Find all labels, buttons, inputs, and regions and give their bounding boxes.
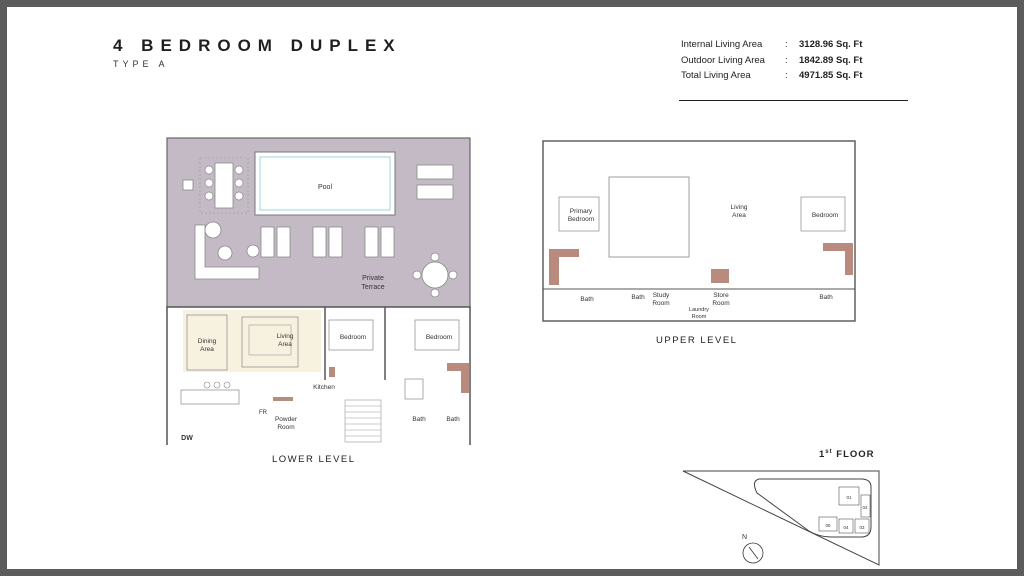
room-label-bedroom: Bedroom	[812, 212, 838, 219]
area-row-internal: Internal Living Area : 3128.96 Sq. Ft	[681, 37, 862, 53]
room-label-living-2: Area	[732, 212, 746, 219]
lounge-chairs	[204, 221, 260, 261]
bed-a	[328, 319, 374, 351]
plan-subtitle: TYPE A	[113, 59, 169, 69]
room-label-kitchen: Kitchen	[313, 384, 335, 391]
pool-basin	[254, 151, 396, 216]
outdoor-dining-table	[214, 162, 234, 209]
round-table-chairs	[412, 252, 458, 298]
outdoor-chairs	[204, 165, 244, 201]
north-arrow-icon	[742, 542, 764, 564]
area-value: 3128.96 Sq. Ft	[799, 39, 863, 50]
area-separator: :	[785, 39, 788, 50]
room-label-bath-c: Bath	[819, 294, 833, 301]
area-row-total: Total Living Area : 4971.85 Sq. Ft	[681, 68, 862, 84]
unit-03	[854, 518, 870, 534]
floor-word: FLOOR	[836, 449, 875, 461]
upper-level-caption: UPPER LEVEL	[656, 335, 738, 346]
room-label-living-2: Area	[278, 341, 292, 348]
area-separator: :	[785, 54, 788, 66]
unit-04	[838, 518, 854, 534]
area-value: 1842.89 Sq. Ft	[799, 54, 863, 66]
header-divider	[679, 100, 908, 101]
room-label-bedroom-a: Bedroom	[340, 334, 366, 341]
area-label: Total Living Area	[681, 70, 751, 81]
lower-level-plan: Pool Private Terrace	[166, 137, 471, 445]
side-table	[182, 179, 194, 191]
room-label-bedroom-b: Bedroom	[426, 334, 452, 341]
room-label-bath-b: Bath	[446, 416, 460, 423]
room-label-dining-2: Area	[200, 346, 214, 353]
room-label-store-2: Room	[712, 300, 729, 307]
area-value: 4971.85 Sq. Ft	[799, 70, 863, 81]
dining-table	[186, 314, 228, 371]
unit-05	[818, 516, 838, 532]
wardrobe-accent	[447, 363, 469, 393]
room-label-terrace-1: Private	[362, 275, 384, 282]
unit-label: 03	[859, 525, 865, 530]
label-fridge: FR	[259, 410, 268, 416]
sun-loungers-row	[260, 226, 395, 258]
counter-accent	[273, 397, 293, 401]
pool-loungers-right	[416, 164, 454, 200]
kitchen-island	[180, 389, 240, 405]
bed-b	[414, 319, 460, 351]
room-label-powder-2: Room	[277, 424, 294, 431]
room-label-living-1: Living	[277, 333, 294, 340]
upper-bed	[800, 196, 846, 232]
room-label-powder-1: Powder	[275, 416, 298, 423]
room-label-bath-a: Bath	[580, 296, 594, 303]
store-accent	[711, 269, 729, 283]
area-label: Internal Living Area	[681, 39, 763, 50]
living-rug	[241, 316, 299, 368]
room-label-laundry-2: Room	[692, 314, 707, 320]
walk-in-closet-accent	[549, 249, 579, 285]
unit-label: 05	[825, 523, 831, 528]
living-sofa	[248, 324, 292, 356]
room-label-study-2: Room	[652, 300, 669, 307]
room-label-laundry-1: Laundry	[689, 307, 709, 313]
upper-level-plan: Primary Bedroom Bath Bath Study Room Sto…	[542, 140, 856, 322]
outdoor-sofa	[194, 224, 260, 280]
plan-title: 4 BEDROOM DUPLEX	[113, 36, 402, 55]
area-separator: :	[785, 70, 788, 81]
floor-suffix: st	[825, 449, 833, 455]
floorplan-sheet: 4 BEDROOM DUPLEX TYPE A Internal Living …	[7, 7, 1017, 569]
pool-water-edge	[259, 156, 391, 211]
room-label-living-1: Living	[731, 204, 748, 211]
room-label-primary-1: Primary	[570, 208, 593, 215]
north-arrow-needle	[748, 546, 759, 560]
bathtub	[404, 378, 424, 400]
room-label-bath-a: Bath	[412, 416, 426, 423]
lower-level-caption: LOWER LEVEL	[272, 454, 356, 465]
north-label: N	[742, 534, 747, 541]
unit-label: 02	[862, 505, 868, 510]
key-plan: 01 02 03 04 05 N	[682, 470, 880, 566]
stair	[344, 399, 382, 443]
area-summary: Internal Living Area : 3128.96 Sq. Ft Ou…	[681, 37, 862, 84]
room-label-store-1: Store	[713, 292, 729, 299]
wardrobe-accent	[329, 367, 335, 377]
unit-label: 04	[843, 525, 849, 530]
floor-label: 1st FLOOR	[819, 449, 875, 460]
room-label-study-1: Study	[653, 292, 670, 299]
double-height-void	[608, 176, 690, 258]
room-label-primary-2: Bedroom	[568, 216, 594, 223]
primary-bed	[558, 196, 600, 232]
bar-stools	[203, 381, 231, 389]
round-table	[421, 261, 449, 289]
unit-02	[860, 494, 871, 518]
room-label-dining-1: Dining	[198, 338, 217, 345]
room-label-terrace-2: Terrace	[361, 284, 384, 291]
wardrobe-accent	[823, 243, 853, 275]
unit-label: 01	[846, 495, 852, 500]
area-row-outdoor: Outdoor Living Area : 1842.89 Sq. Ft	[681, 53, 862, 69]
room-label-bath-b: Bath	[631, 294, 645, 301]
floor-number: 1	[819, 449, 826, 461]
pergola-outline	[199, 157, 249, 214]
area-label: Outdoor Living Area	[681, 54, 765, 66]
label-dishwasher: DW	[181, 435, 193, 442]
unit-01	[838, 486, 860, 506]
room-label-pool: Pool	[318, 184, 332, 191]
